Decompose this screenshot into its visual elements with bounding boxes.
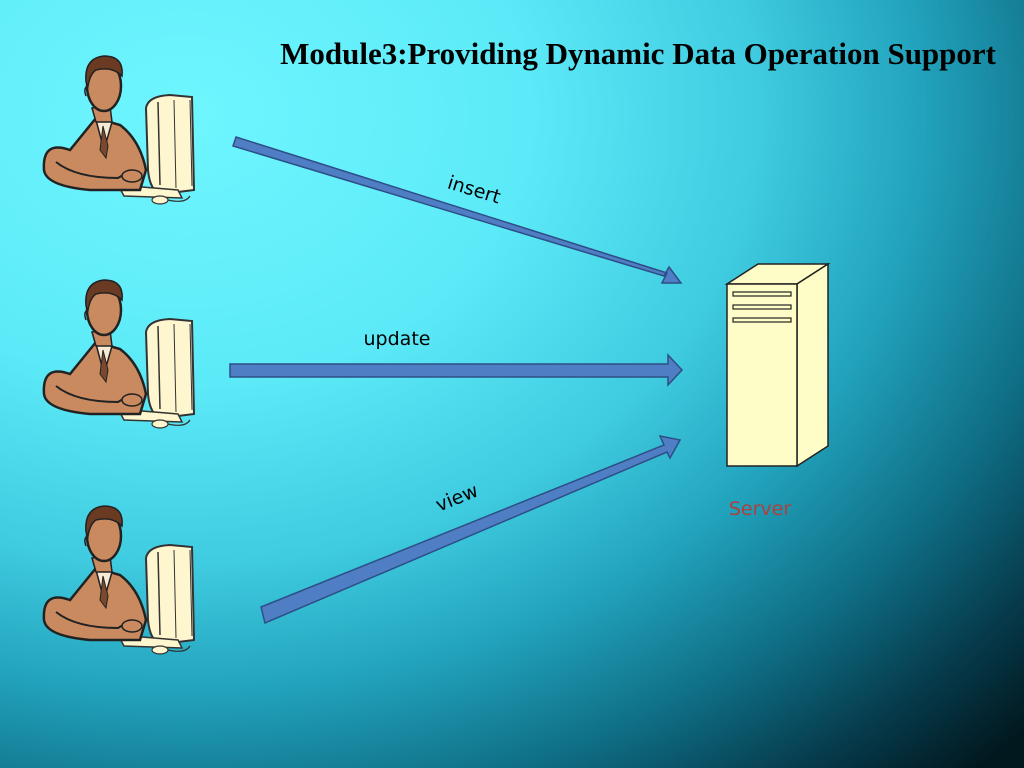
view-label: view bbox=[433, 480, 482, 517]
insert-arrow bbox=[232, 136, 683, 284]
update-label: update bbox=[364, 328, 431, 350]
server-label: Server bbox=[729, 498, 791, 520]
slide-title: Module3:Providing Dynamic Data Operation… bbox=[280, 36, 996, 71]
insert-label: insert bbox=[445, 172, 503, 209]
update-arrow bbox=[229, 353, 684, 387]
client-computer-1-icon bbox=[42, 54, 196, 206]
client-computer-3-icon bbox=[42, 504, 196, 656]
server-tower-icon bbox=[724, 262, 831, 468]
view-arrow bbox=[260, 434, 682, 625]
client-computer-2-icon bbox=[42, 278, 196, 430]
